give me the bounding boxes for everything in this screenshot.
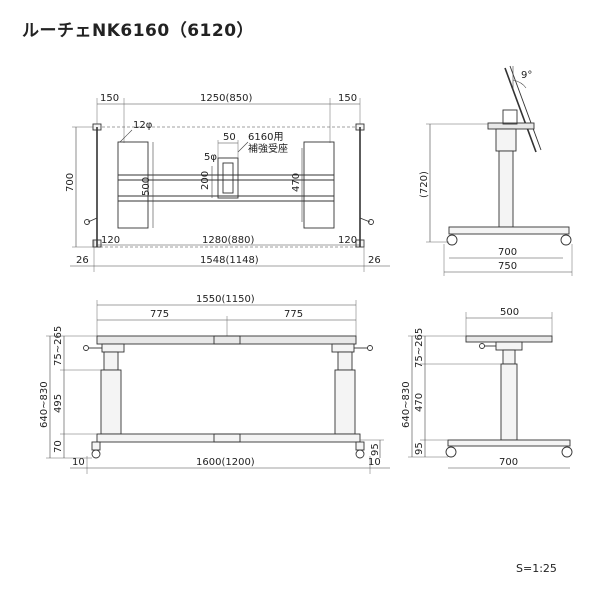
plan-dim-top-left: 150 <box>100 93 119 104</box>
side-bottom-95: 95 <box>414 442 425 455</box>
front-dim-left-10: 10 <box>72 457 85 468</box>
side-height: (720) <box>419 171 430 198</box>
front-dim-base: 1600(1200) <box>196 457 255 468</box>
plan-dim-right-26: 26 <box>368 255 381 266</box>
front-view: 1550(1150) 775 775 <box>39 294 390 474</box>
front-dim-70: 70 <box>53 440 64 453</box>
plan-hole-12: 12φ <box>133 120 153 131</box>
plan-plate-left <box>117 141 149 229</box>
knob-icon <box>367 345 373 351</box>
drawing-title: ルーチェNK6160（6120） <box>22 21 255 41</box>
side-base-750: 750 <box>498 261 517 272</box>
plan-dim-center-50: 50 <box>223 132 236 143</box>
table-top <box>96 335 357 345</box>
plan-dim-bottom-left: 120 <box>101 235 120 246</box>
plan-dim-depth: 700 <box>65 173 76 192</box>
side-bottom-height: 640~830 <box>401 381 412 428</box>
side-table-top <box>465 335 553 343</box>
plan-dim-470: 470 <box>291 173 302 192</box>
caster-icon <box>445 446 457 458</box>
plan-hole-5: 5φ <box>204 152 217 163</box>
plan-dim-overall: 1548(1148) <box>200 255 259 266</box>
side-bottom-range: 75~265 <box>414 328 425 368</box>
plan-dim-top-width: 1250(850) <box>200 93 252 104</box>
knob-icon <box>84 219 90 225</box>
side-tilt-angle: 9° <box>521 70 532 81</box>
caster-icon <box>560 234 572 246</box>
knob-icon <box>368 219 374 225</box>
scale-note: S=1:25 <box>516 562 557 575</box>
front-height: 640~830 <box>39 381 50 428</box>
plan-dim-bottom-inner: 1280(880) <box>202 235 254 246</box>
front-dim-95: 95 <box>370 443 381 456</box>
front-dim-495: 495 <box>53 394 64 413</box>
plan-plate-right <box>303 141 335 229</box>
plan-dim-left-26: 26 <box>76 255 89 266</box>
front-dim-left-775: 775 <box>150 309 169 320</box>
plan-view: 150 1250(850) 150 700 <box>65 93 390 272</box>
side-bottom-470: 470 <box>414 393 425 412</box>
plan-dim-200: 200 <box>200 171 211 190</box>
side-view-flat: 500 640~830 75~265 470 95 700 <box>401 307 573 469</box>
caster-icon <box>355 449 365 459</box>
caster-icon <box>561 446 573 458</box>
side-view-tilted: 9° (720) 700 750 <box>419 65 573 276</box>
side-bottom-top-500: 500 <box>500 307 519 318</box>
front-dim-right-10: 10 <box>368 457 381 468</box>
plan-dim-bottom-right: 120 <box>338 235 357 246</box>
front-dim-right-775: 775 <box>284 309 303 320</box>
bracket-label-1: 6160用 <box>248 132 283 143</box>
front-range-height: 75~265 <box>53 326 64 366</box>
front-dim-overall: 1550(1150) <box>196 294 255 305</box>
side-bottom-base-700: 700 <box>499 457 518 468</box>
reinforcement-bracket <box>217 157 239 199</box>
bracket-label-2: 補強受座 <box>248 142 288 155</box>
plan-dim-500: 500 <box>141 177 152 196</box>
caster-icon <box>446 234 458 246</box>
plan-top-outline <box>96 126 361 248</box>
caster-icon <box>91 449 101 459</box>
knob-icon <box>479 343 485 349</box>
knob-icon <box>83 345 89 351</box>
side-base-700: 700 <box>498 247 517 258</box>
plan-dim-top-right: 150 <box>338 93 357 104</box>
